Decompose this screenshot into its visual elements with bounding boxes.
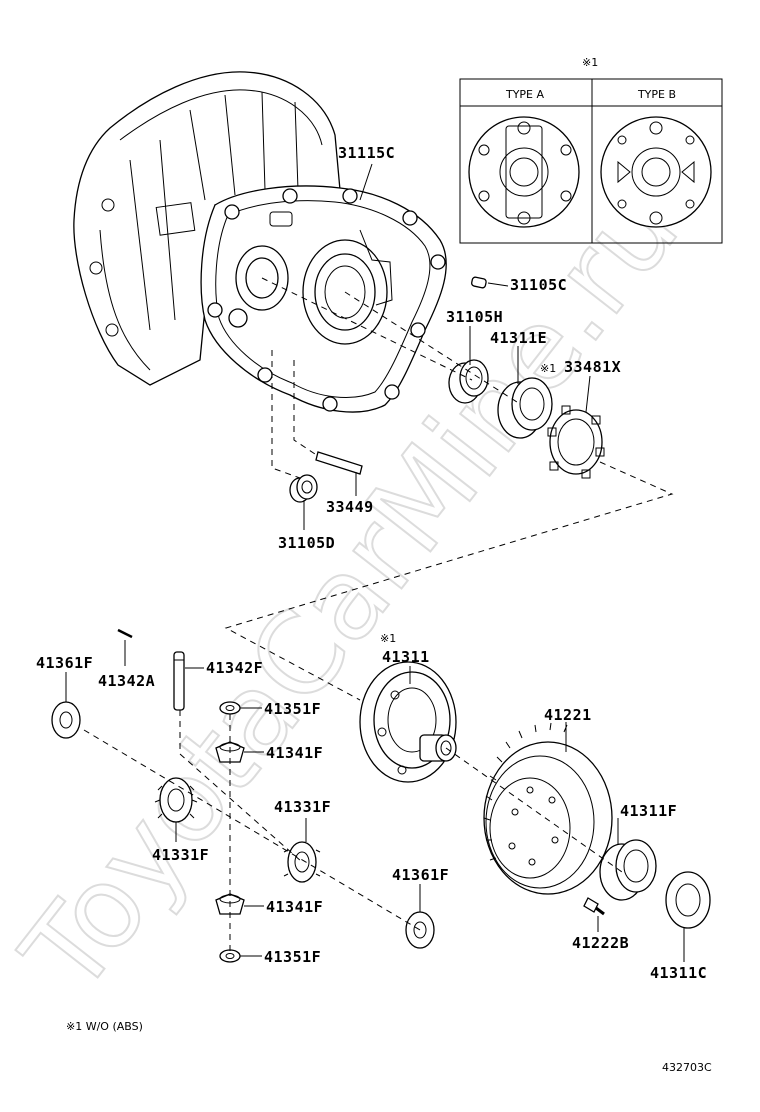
label-41351F-top[interactable]: 41351F (264, 700, 321, 718)
type-b-label: TYPE B (637, 88, 676, 101)
label-33481X[interactable]: 33481X (564, 358, 621, 376)
thrust-washer-41361F-left[interactable] (51, 701, 81, 739)
label-41342F[interactable]: 41342F (206, 659, 263, 677)
oil-seal-31105H[interactable] (448, 359, 489, 404)
pinion-shaft-41342F[interactable] (173, 651, 185, 711)
footnote: ※1 W/O (ABS) (66, 1020, 143, 1033)
oil-seal-31105D[interactable] (289, 474, 318, 503)
differential-case-41311[interactable] (359, 661, 457, 783)
speedometer-sleeve-33449[interactable] (315, 451, 363, 475)
label-41311F[interactable]: 41311F (620, 802, 677, 820)
label-41221[interactable]: 41221 (544, 706, 592, 724)
figure-code: 432703C (662, 1061, 712, 1074)
differential-case-type-a[interactable] (468, 116, 580, 228)
label-41351F-bottom[interactable]: 41351F (264, 948, 321, 966)
label-41361F-left[interactable]: 41361F (36, 654, 93, 672)
label-41341F-bottom[interactable]: 41341F (266, 898, 323, 916)
bearing-41311F[interactable] (599, 839, 657, 901)
type-a-label: TYPE A (505, 88, 545, 101)
inset-frame (459, 78, 723, 244)
label-41222B[interactable]: 41222B (572, 934, 629, 952)
transaxle-housing-31115C[interactable] (73, 71, 447, 413)
label-41331F-left[interactable]: 41331F (152, 846, 209, 864)
inset-mark: ※1 (582, 56, 598, 69)
label-41361F-right[interactable]: 41361F (392, 866, 449, 884)
label-41311[interactable]: 41311 (382, 648, 430, 666)
label-41342A[interactable]: 41342A (98, 672, 155, 690)
pin-41342A[interactable] (117, 628, 133, 639)
label-31105H[interactable]: 31105H (446, 308, 503, 326)
label-41311E[interactable]: 41311E (490, 329, 547, 347)
leader-lines (65, 163, 685, 962)
thrust-washer-41351F-bottom[interactable] (219, 949, 241, 963)
variant-inset: ※1 TYPE A TYPE B (459, 56, 723, 244)
label-31105C[interactable]: 31105C (510, 276, 567, 294)
differential-case-type-b[interactable] (600, 116, 712, 228)
label-31105D[interactable]: 31105D (278, 534, 335, 552)
sensor-rotor-33481X[interactable] (547, 405, 605, 479)
label-41331F-right[interactable]: 41331F (274, 798, 331, 816)
label-33481X-mark: ※1 (540, 362, 556, 375)
label-41311C[interactable]: 41311C (650, 964, 707, 982)
label-41341F-top[interactable]: 41341F (266, 744, 323, 762)
bearing-41311E[interactable] (497, 377, 553, 439)
side-gear-41331F-right[interactable] (283, 841, 321, 883)
label-31115C[interactable]: 31115C (338, 144, 395, 162)
label-41311-mark: ※1 (380, 632, 396, 645)
shim-41311C[interactable] (665, 871, 711, 929)
label-33449[interactable]: 33449 (326, 498, 374, 516)
thrust-washer-41351F-top[interactable] (219, 701, 241, 715)
ring-gear-41221[interactable] (483, 722, 613, 895)
plug-31105C[interactable] (471, 276, 487, 289)
bolt-41222B[interactable] (583, 897, 605, 916)
part-labels: 31115C 31105C 31105H 41311E ※1 33481X 33… (36, 144, 707, 982)
assembly-lines (83, 277, 674, 956)
thrust-washer-41361F-right[interactable] (405, 911, 435, 949)
